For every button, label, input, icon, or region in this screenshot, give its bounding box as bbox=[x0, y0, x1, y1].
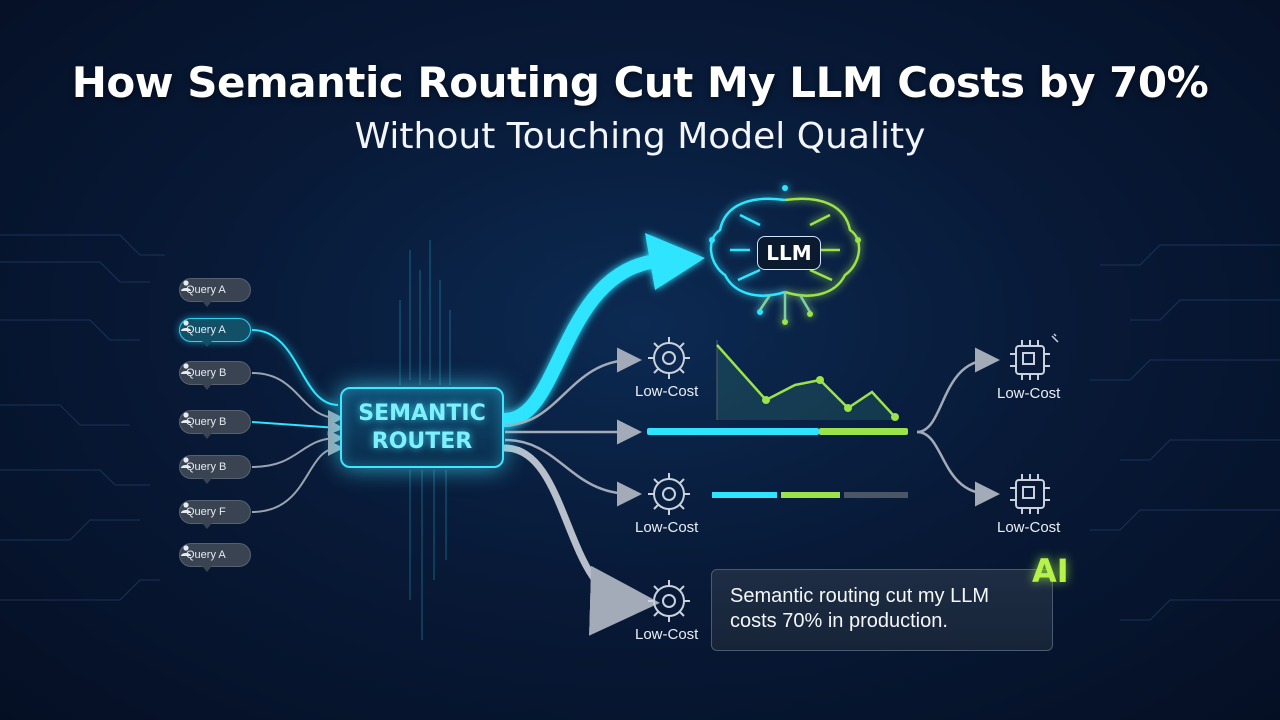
query-label: Query B bbox=[186, 416, 227, 428]
llm-badge: LLM bbox=[757, 236, 821, 270]
query-label: Query B bbox=[186, 367, 227, 379]
query-label: Query A bbox=[186, 549, 226, 561]
router-label-line2: ROUTER bbox=[371, 428, 473, 454]
query-label: Query A bbox=[186, 284, 226, 296]
router-to-callout-route bbox=[501, 444, 660, 636]
gear-icon-3 bbox=[648, 580, 690, 622]
user-icon bbox=[181, 363, 191, 374]
semantic-router-box: SEMANTIC ROUTER bbox=[340, 387, 504, 468]
query-pill-6: Query F bbox=[179, 500, 251, 529]
query-pill-5: Query B bbox=[179, 455, 251, 484]
user-icon bbox=[181, 545, 191, 556]
router-label-line1: SEMANTIC bbox=[358, 400, 486, 426]
query-pill-3: Query B bbox=[179, 361, 251, 390]
router-outgoing-routes bbox=[504, 347, 642, 507]
circuit-traces-right bbox=[1090, 244, 1280, 621]
brain-icon bbox=[709, 185, 861, 325]
segmented-bar bbox=[712, 492, 908, 498]
query-pill-4: Query B bbox=[179, 410, 251, 439]
ai-badge: AI bbox=[1032, 552, 1069, 590]
page-subtitle: Without Touching Model Quality bbox=[354, 116, 926, 157]
gear-icon-2 bbox=[648, 473, 690, 515]
right-low-cost-label-2: Low-Cost bbox=[997, 519, 1061, 536]
user-icon bbox=[181, 457, 191, 468]
query-label: Query B bbox=[186, 461, 227, 473]
chip-icon-1 bbox=[1010, 333, 1059, 380]
query-connectors bbox=[251, 329, 344, 513]
circuit-traces-left bbox=[0, 234, 165, 601]
llm-route-arrow bbox=[498, 255, 657, 427]
gear-icon-1 bbox=[648, 337, 690, 379]
chip-icon-2 bbox=[1010, 474, 1050, 514]
user-icon bbox=[181, 502, 191, 513]
route-progress-bar bbox=[647, 428, 908, 435]
data-streams bbox=[399, 240, 451, 640]
right-low-cost-label-1: Low-Cost bbox=[997, 385, 1061, 402]
llm-arrow-head bbox=[645, 233, 705, 290]
user-icon bbox=[181, 280, 191, 291]
low-cost-label-3: Low-Cost bbox=[635, 626, 699, 643]
query-pill-2: Query A bbox=[179, 318, 251, 347]
user-icon bbox=[181, 412, 191, 423]
mini-cost-chart bbox=[716, 340, 899, 421]
low-cost-label-1: Low-Cost bbox=[635, 383, 699, 400]
right-branch bbox=[916, 347, 1000, 507]
query-label: Query F bbox=[186, 506, 226, 518]
low-cost-label-2: Low-Cost bbox=[635, 519, 699, 536]
user-icon bbox=[181, 320, 191, 331]
query-pill-7: Query A bbox=[179, 543, 251, 572]
result-callout: Semantic routing cut my LLM costs 70% in… bbox=[711, 569, 1053, 651]
page-title: How Semantic Routing Cut My LLM Costs by… bbox=[71, 58, 1209, 107]
query-pill-1: Query A bbox=[179, 278, 251, 307]
query-label: Query A bbox=[186, 324, 226, 336]
